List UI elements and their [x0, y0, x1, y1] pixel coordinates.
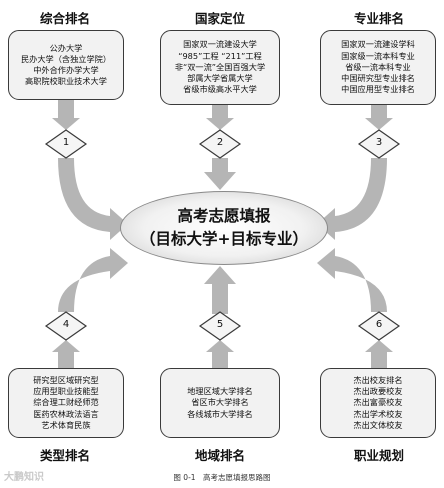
heading-career-planning: 职业规划 — [353, 448, 404, 463]
heading-regional-ranking: 地域排名 — [194, 448, 245, 463]
figure-caption: 图 0-1 高考志愿填报思路图 — [173, 473, 271, 482]
connector-bottom-right — [371, 352, 387, 368]
box-major-ranking: 国家双一流建设学科 国家级一流本科专业 省级一流本科专业 中国研究型专业排名 中… — [320, 30, 436, 105]
arrow-2 — [204, 158, 236, 190]
box-line: 省区市大学排名 — [191, 397, 249, 408]
step-number-1: 1 — [62, 137, 70, 148]
step-number-6: 6 — [375, 319, 383, 330]
box-line: 中外合作办学大学 — [33, 65, 99, 75]
box-line: 国家双一流建设大学 — [183, 39, 257, 50]
box-comprehensive-ranking: 公办大学 民办大学（含独立学院） 中外合作办学大学 高职院校职业技术大学 — [8, 30, 124, 100]
watermark-logo: 大鹏知识 — [4, 472, 44, 483]
arrowhead-bottom-center — [206, 340, 234, 352]
step-number-2: 2 — [216, 137, 224, 148]
box-career-planning: 杰出校友排名 杰出政要校友 杰出富豪校友 杰出学术校友 杰出文体校友 — [320, 368, 436, 438]
box-line: 民办大学（含独立学院） — [20, 53, 112, 64]
arrow-5 — [204, 266, 236, 314]
step-number-4: 4 — [62, 319, 70, 330]
box-line: 研究型区域研究型 — [33, 374, 99, 385]
diamond-2 — [198, 129, 242, 159]
box-line: 地理区域大学排名 — [187, 386, 253, 397]
curved-arrow-1 — [58, 158, 128, 240]
center-title: 高考志愿填报 — [177, 207, 271, 225]
heading-major-ranking: 专业排名 — [353, 11, 404, 26]
connector-top-left — [58, 100, 74, 118]
box-line: 中国研究型专业排名 — [341, 73, 415, 84]
arrowhead-top-right — [365, 118, 393, 130]
step-number-5: 5 — [216, 319, 224, 330]
diamond-1 — [44, 129, 88, 159]
box-line: 应用型职业技能型 — [33, 386, 99, 397]
box-line: 公办大学 — [49, 42, 83, 53]
heading-comprehensive-ranking: 综合排名 — [39, 11, 90, 26]
box-line: 杰出学术校友 — [353, 408, 403, 419]
center-goal-ellipse: 高考志愿填报 （目标大学+目标专业） — [120, 191, 328, 265]
arrowhead-bottom-left — [52, 340, 80, 352]
arrowhead-top-left — [52, 118, 80, 130]
center-subtitle: （目标大学+目标专业） — [140, 230, 308, 248]
diamond-6 — [357, 311, 401, 341]
arrowhead-top-center — [206, 118, 234, 130]
connector-bottom-center — [212, 352, 228, 368]
arrowhead-bottom-right — [365, 340, 393, 352]
box-line: 杰出校友排名 — [353, 374, 403, 385]
heading-national-positioning: 国家定位 — [194, 11, 245, 26]
step-number-3: 3 — [375, 137, 383, 148]
diamond-3 — [357, 129, 401, 159]
box-line: 非“双一流”全国百强大学 — [174, 61, 266, 72]
box-line: 综合理工财经师范 — [33, 397, 99, 408]
box-type-ranking: 研究型区域研究型 应用型职业技能型 综合理工财经师范 医药农林政法语言 艺术体育… — [8, 368, 124, 438]
heading-type-ranking: 类型排名 — [39, 448, 90, 463]
box-line: 国家级一流本科专业 — [341, 50, 415, 61]
box-national-positioning: 国家双一流建设大学 “985”工程 “211”工程 非“双一流”全国百强大学 部… — [160, 30, 280, 105]
box-line: 医药农林政法语言 — [33, 408, 99, 419]
box-line: 各线城市大学排名 — [187, 408, 253, 419]
box-line: 国家双一流建设学科 — [341, 39, 415, 50]
box-line: 部属大学省属大学 — [187, 73, 253, 84]
box-line: 杰出文体校友 — [353, 419, 403, 430]
box-line: 杰出富豪校友 — [353, 397, 403, 408]
box-line: 省级一流本科专业 — [345, 61, 411, 72]
box-line: “985”工程 “211”工程 — [178, 50, 262, 61]
box-line: 杰出政要校友 — [353, 386, 403, 397]
curved-arrow-6 — [317, 248, 387, 312]
box-regional-ranking: 地理区域大学排名 省区市大学排名 各线城市大学排名 — [160, 368, 280, 438]
connector-bottom-left — [58, 352, 74, 368]
curved-arrow-4 — [58, 248, 128, 312]
box-line: 高职院校职业技术大学 — [25, 76, 107, 87]
box-line: 艺术体育民族 — [41, 419, 91, 430]
diamond-5 — [198, 311, 242, 341]
curved-arrow-3 — [317, 158, 387, 240]
connector-top-right — [371, 105, 387, 118]
connector-top-center — [212, 105, 228, 118]
box-line: 省级市级高水平大学 — [183, 84, 257, 95]
box-line: 中国应用型专业排名 — [341, 84, 415, 95]
diamond-4 — [44, 311, 88, 341]
